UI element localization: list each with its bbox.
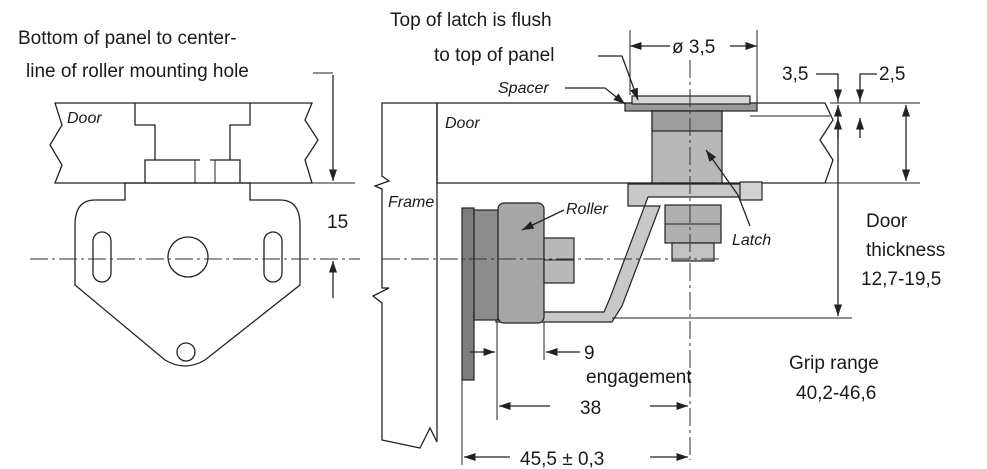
door-panel-right bbox=[436, 102, 834, 184]
label-engagement: engagement bbox=[586, 367, 692, 388]
label-door-left: Door bbox=[67, 110, 102, 127]
label-latch: Latch bbox=[732, 232, 771, 249]
roller bbox=[473, 209, 499, 321]
label-frame: Frame bbox=[388, 194, 434, 211]
label-panel-bottom-2: line of roller mounting hole bbox=[26, 61, 249, 82]
label-dim-15: 15 bbox=[327, 212, 348, 233]
label-dim-2-5: 2,5 bbox=[879, 64, 905, 85]
label-panel-bottom-1: Bottom of panel to center- bbox=[18, 28, 237, 49]
label-roller: Roller bbox=[566, 201, 608, 218]
label-top-latch-2: to top of panel bbox=[434, 45, 554, 66]
lower-hole bbox=[176, 342, 196, 362]
label-door-thickness-1: Door bbox=[866, 211, 908, 232]
roller-bracket bbox=[74, 182, 301, 367]
latch-head bbox=[631, 95, 751, 105]
label-dim-3-5: 3,5 bbox=[782, 64, 808, 85]
label-spacer: Spacer bbox=[498, 80, 549, 97]
label-top-latch-1: Top of latch is flush bbox=[390, 10, 552, 31]
label-door-thickness-3: 12,7-19,5 bbox=[861, 269, 941, 290]
label-dim-38: 38 bbox=[580, 398, 601, 419]
left-side-view: 15 Bottom of panel to center- line of ro… bbox=[18, 28, 360, 367]
label-grip-range-1: Grip range bbox=[789, 353, 879, 374]
roller-mount-stem bbox=[134, 103, 251, 183]
slot-left bbox=[92, 231, 112, 283]
label-dim-9: 9 bbox=[584, 343, 595, 364]
slot-right bbox=[263, 231, 283, 283]
label-grip-range-2: 40,2-46,6 bbox=[796, 383, 876, 404]
right-side-view: Frame Door bbox=[371, 10, 945, 469]
label-diameter: ø 3,5 bbox=[672, 37, 715, 58]
label-door-right: Door bbox=[445, 115, 480, 132]
label-door-thickness-2: thickness bbox=[866, 240, 945, 261]
roller-mount-plate bbox=[461, 207, 475, 381]
label-dim-45-5: 45,5 ± 0,3 bbox=[520, 449, 604, 469]
roller-mounting-hole bbox=[167, 236, 209, 278]
frame bbox=[371, 102, 438, 449]
